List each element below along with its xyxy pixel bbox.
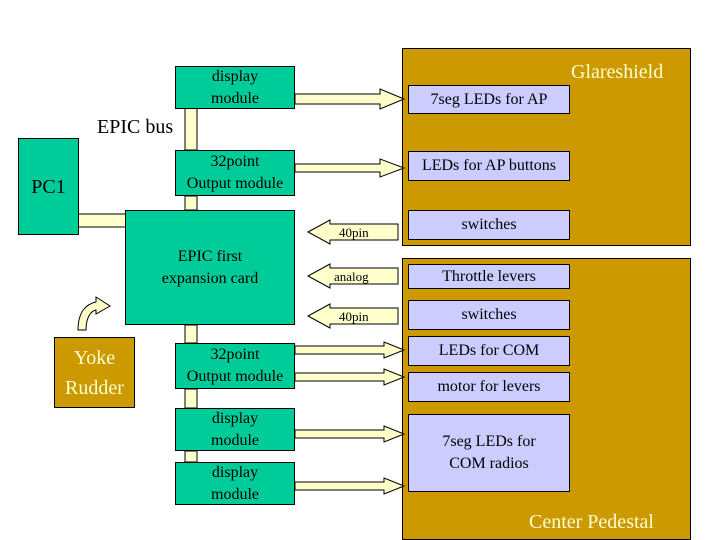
bus-vertical-low2 (184, 388, 198, 409)
arrow-display-bottom (294, 477, 406, 495)
epic-expansion-card: EPIC first expansion card (125, 210, 295, 325)
target-7seg-com: 7seg LEDs for COM radios (408, 414, 570, 492)
arrow-40pin-a (306, 219, 399, 245)
arrow-analog (306, 263, 399, 289)
curved-arrow (77, 296, 111, 331)
label-40pin-b: 40pin (339, 309, 369, 324)
output-module-top: 32point Output module (175, 150, 295, 196)
label-40pin-a: 40pin (339, 225, 369, 240)
target-motor-levers: motor for levers (408, 372, 570, 402)
pc-box: PC1 (18, 138, 79, 235)
arrow-display-top (294, 88, 406, 110)
display-module-bottom: display module (175, 462, 295, 505)
output-module-bottom: 32point Output module (175, 343, 295, 389)
bus-vertical-mid (184, 195, 198, 211)
center-pedestal-label: Center Pedestal (529, 511, 654, 533)
yoke-rudder-box: Yoke Rudder (54, 337, 135, 408)
target-7seg-ap: 7seg LEDs for AP (408, 85, 570, 114)
arrow-output-bottom-1 (294, 341, 406, 359)
arrow-output-top (294, 158, 406, 178)
target-leds-ap-buttons: LEDs for AP buttons (408, 151, 570, 181)
pc-bus (77, 213, 127, 228)
arrow-output-bottom-2 (294, 368, 406, 386)
yoke-rudder-label: Yoke Rudder (65, 346, 124, 399)
display-module-top: display module (175, 66, 295, 109)
arrow-display-mid (294, 425, 406, 443)
target-switches-glareshield: switches (408, 210, 570, 240)
epic-bus-label: EPIC bus (97, 116, 174, 138)
label-analog: analog (334, 269, 369, 284)
bus-vertical-low3 (184, 450, 198, 463)
glareshield-label: Glareshield (571, 61, 664, 83)
arrow-40pin-b (306, 303, 399, 329)
bus-vertical-low (184, 324, 198, 344)
target-switches-pedestal: switches (408, 300, 570, 330)
pc-label: PC1 (31, 176, 66, 198)
bus-vertical-top (184, 107, 198, 151)
display-module-mid: display module (175, 408, 295, 451)
target-leds-com: LEDs for COM (408, 336, 570, 366)
target-throttle-levers: Throttle levers (408, 264, 570, 289)
